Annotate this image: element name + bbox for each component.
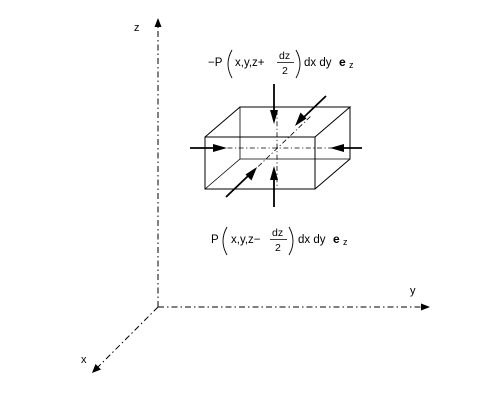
y-axis-label: y: [410, 285, 416, 297]
top-eq-vector: e: [339, 55, 346, 69]
bottom-eq-args: x,y,z−: [231, 234, 261, 246]
top-eq-prefix: −P: [208, 57, 223, 69]
bottom-eq-suffix: dx dy: [298, 234, 326, 246]
bottom-eq-frac-num: dz: [272, 227, 283, 239]
x-axis-label: x: [81, 354, 87, 366]
top-eq-args: x,y,z+: [235, 57, 265, 69]
top-eq-right-paren: [295, 49, 301, 79]
top-force-equation: −P x,y,z+ dz 2 dx dy e z: [208, 49, 354, 79]
z-axis-label: z: [134, 22, 140, 34]
z-axis-arrowhead: [154, 18, 162, 27]
top-eq-left-paren: [227, 49, 233, 79]
x-axis: [97, 306, 159, 368]
bottom-eq-frac-den: 2: [275, 242, 281, 254]
box-top-back-edges: [204, 106, 352, 138]
force-back-arrowhead: [295, 112, 307, 126]
force-bottom-arrowhead: [270, 166, 278, 180]
force-top-arrowhead: [270, 110, 278, 124]
y-axis-arrowhead: [421, 303, 430, 311]
bottom-eq-vector-sub: z: [343, 237, 348, 247]
bottom-eq-vector: e: [333, 232, 340, 246]
top-eq-frac-den: 2: [282, 65, 288, 77]
force-front-shaft: [225, 175, 249, 198]
top-eq-frac-num: dz: [279, 50, 290, 62]
bottom-eq-right-paren: [288, 226, 294, 256]
force-front-arrowhead: [245, 167, 257, 181]
box-hidden-edges: [204, 158, 350, 190]
bottom-force-equation: P x,y,z− dz 2 dx dy e z: [211, 226, 348, 256]
force-right-arrowhead: [330, 144, 344, 152]
top-eq-vector-sub: z: [349, 60, 354, 70]
force-back-shaft: [303, 95, 327, 118]
bottom-eq-left-paren: [222, 226, 228, 256]
box-front-face: [204, 136, 316, 190]
top-eq-suffix: dx dy: [304, 57, 332, 69]
pressure-forces: [190, 84, 362, 207]
x-axis-arrowhead: [92, 364, 101, 373]
coordinate-axes: z y x: [81, 18, 430, 373]
bottom-eq-prefix: P: [211, 234, 219, 246]
force-left-arrowhead: [213, 144, 227, 152]
